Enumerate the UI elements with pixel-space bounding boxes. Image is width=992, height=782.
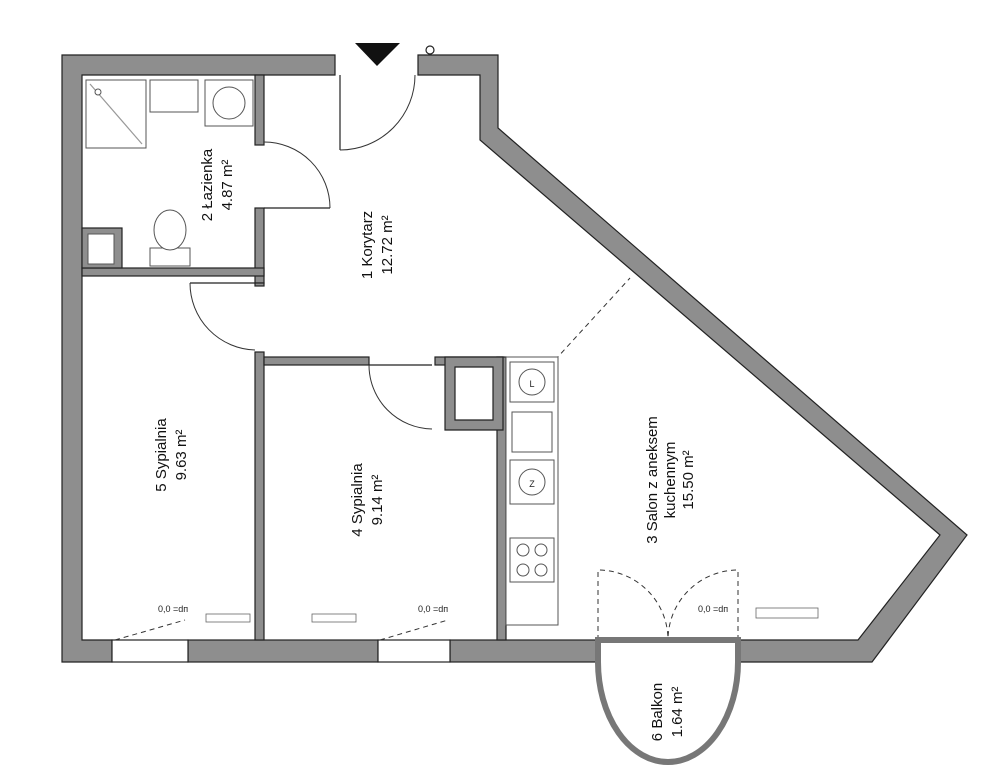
bottom-wall-1 bbox=[187, 639, 379, 663]
entrance-door[interactable] bbox=[339, 74, 416, 151]
sill-label-bedroom4: 0,0 =dп bbox=[418, 604, 448, 614]
sypialnia4-name: 4 Sypialnia bbox=[349, 463, 366, 537]
balcony-outline bbox=[595, 637, 741, 765]
label-sypialnia4: 4 Sypialnia 9.14 m² bbox=[349, 463, 386, 537]
bottom-wall-2 bbox=[449, 639, 599, 663]
window-bedroom5 bbox=[111, 639, 189, 663]
sink bbox=[511, 411, 553, 453]
fridge-label: L bbox=[529, 379, 534, 389]
corridor-left-wall bbox=[254, 282, 265, 287]
lazienka-name: 2 Łazienka bbox=[199, 148, 216, 221]
washbasin bbox=[149, 79, 199, 113]
exterior-walls bbox=[61, 54, 968, 663]
lazienka-area: 4.87 m² bbox=[219, 160, 236, 211]
label-korytarz: 1 Korytarz 12.72 m² bbox=[359, 211, 396, 279]
left-wall bbox=[61, 54, 336, 663]
bedroom4-door[interactable] bbox=[368, 364, 433, 430]
doorbell-icon bbox=[425, 45, 435, 55]
balcony-doors[interactable] bbox=[597, 569, 739, 641]
bath-bottom-wall bbox=[81, 267, 265, 277]
bathroom-fixtures bbox=[85, 79, 254, 267]
bedroom5-door[interactable] bbox=[189, 282, 256, 351]
sypialnia4-area: 9.14 m² bbox=[369, 475, 386, 526]
entrance-arrow-icon bbox=[355, 43, 400, 66]
sill-label-salon: 0,0 =dп bbox=[698, 604, 728, 614]
korytarz-area: 12.72 m² bbox=[379, 215, 396, 274]
bath-shaft bbox=[87, 233, 115, 265]
shaft-kitchen bbox=[444, 356, 504, 431]
radiators bbox=[205, 607, 819, 623]
freezer-label: Z bbox=[529, 479, 535, 489]
toilet-bowl bbox=[153, 209, 187, 251]
sill-label-bedroom5: 0,0 =dп bbox=[158, 604, 188, 614]
window-bedroom4 bbox=[377, 639, 451, 663]
balkon-area: 1.64 m² bbox=[669, 687, 686, 738]
toilet-tank bbox=[149, 247, 191, 267]
bath-right-wall bbox=[254, 74, 265, 146]
bathroom-door[interactable] bbox=[263, 141, 331, 209]
label-lazienka: 2 Łazienka 4.87 m² bbox=[199, 148, 236, 221]
balkon-name: 6 Balkon bbox=[649, 683, 666, 741]
salon-name-line2: kuchennym bbox=[662, 442, 679, 519]
bed4-top-wall bbox=[263, 356, 370, 366]
label-balkon: 6 Balkon 1.64 m² bbox=[649, 683, 686, 741]
salon-name: 3 Salon z aneksem bbox=[644, 416, 661, 544]
cooktop bbox=[509, 537, 555, 583]
kitchen-counter: L Z bbox=[505, 356, 559, 626]
label-sypialnia5: 5 Sypialnia 9.63 m² bbox=[153, 418, 190, 492]
windows bbox=[111, 619, 451, 663]
label-salon: 3 Salon z aneksem kuchennym 15.50 m² bbox=[644, 416, 697, 544]
bed5-right-wall bbox=[254, 351, 265, 641]
salon-area: 15.50 m² bbox=[680, 450, 697, 509]
sypialnia5-name: 5 Sypialnia bbox=[153, 418, 170, 492]
zone-divider bbox=[554, 277, 631, 361]
korytarz-name: 1 Korytarz bbox=[359, 211, 376, 279]
interior-walls bbox=[81, 74, 507, 641]
sypialnia5-area: 9.63 m² bbox=[173, 430, 190, 481]
